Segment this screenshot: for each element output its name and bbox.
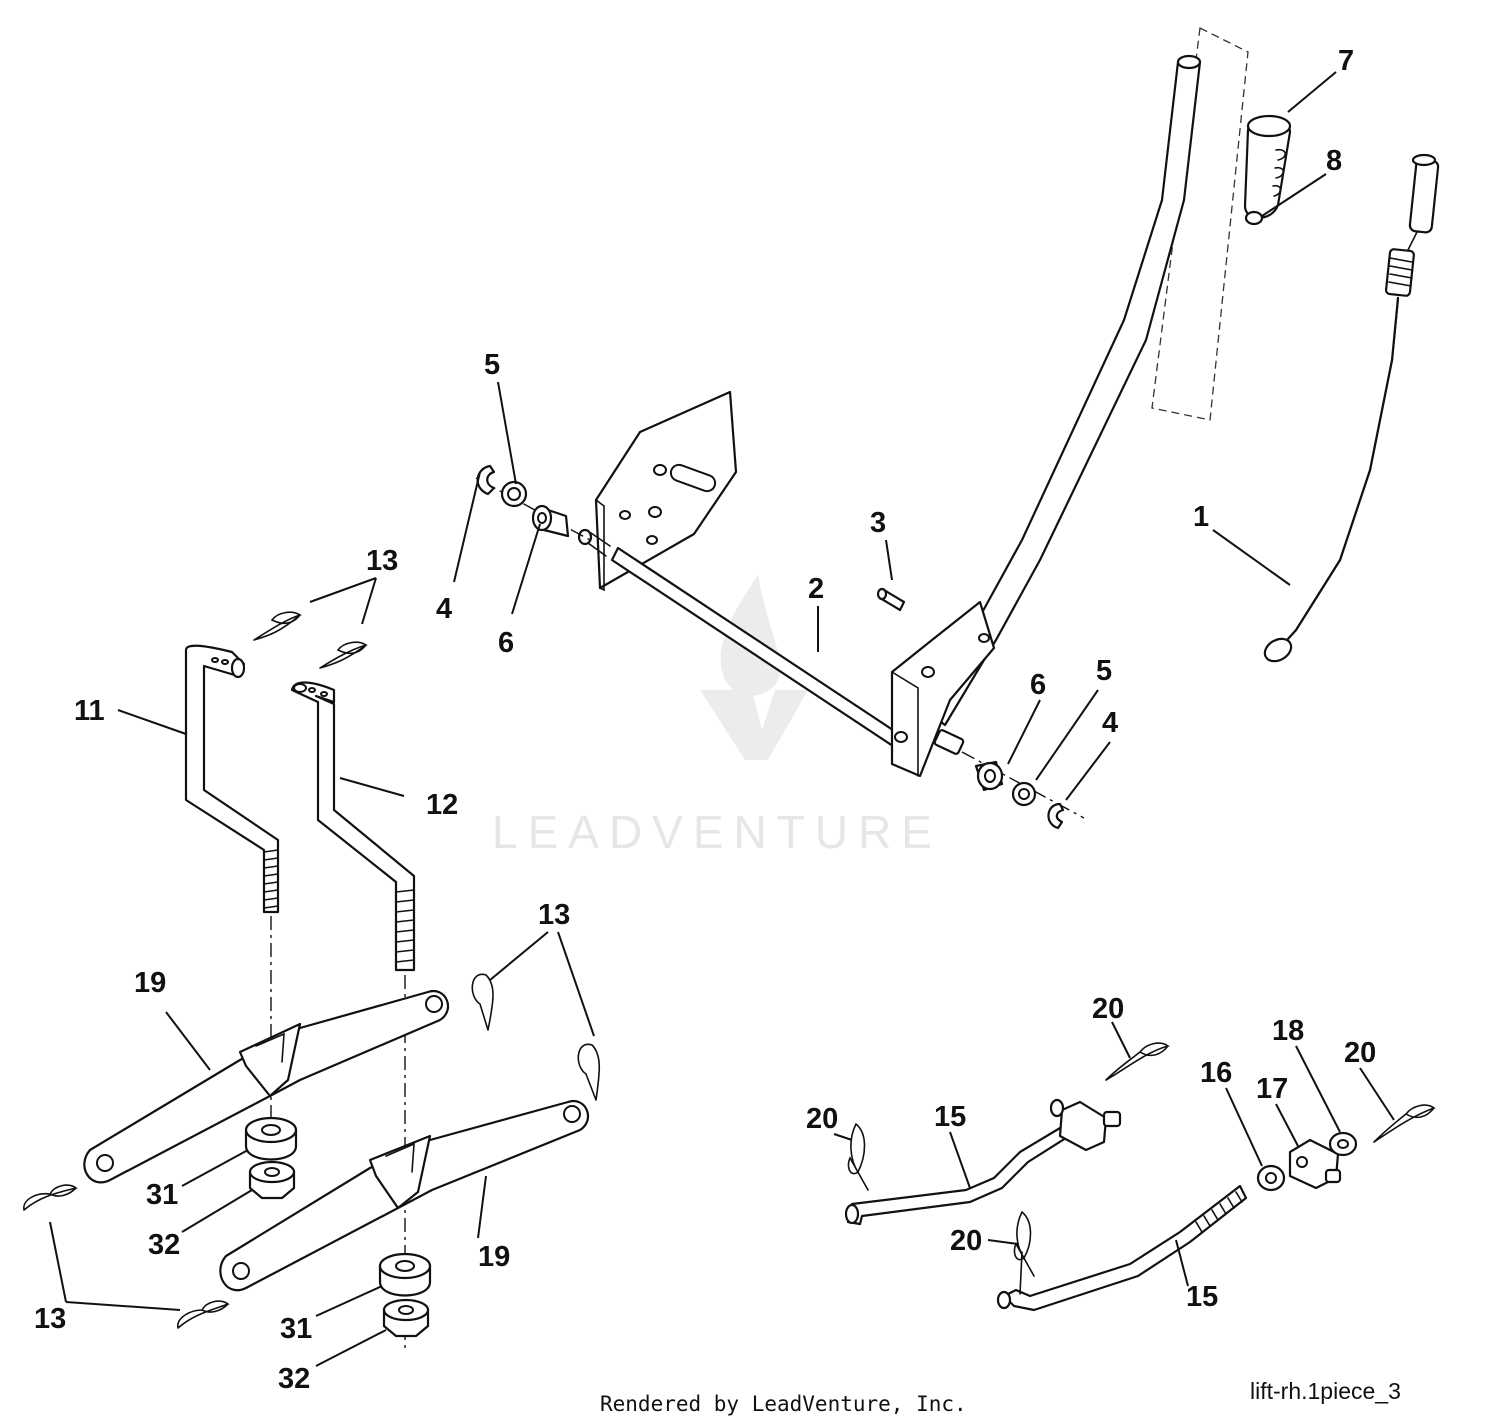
part-7-handle-grip [1243,114,1292,219]
callout-5-left: 5 [484,349,500,381]
callout-5-right: 5 [1096,655,1112,687]
callout-8: 8 [1326,145,1342,177]
part-31-spacer-lower [378,1252,432,1297]
lever-bracket [890,600,996,778]
left-shaft-hardware [475,464,591,541]
mounting-plate [594,390,738,592]
part-1-cable [1263,153,1440,663]
adjuster-block [1058,1100,1108,1152]
right-shaft-hardware [961,751,1085,830]
part-19-lift-arm-upper [83,989,450,1184]
callout-12: 12 [426,789,458,821]
watermark-logo-v [700,690,808,760]
part-12-lift-link [290,681,416,1350]
callout-4-right: 4 [1102,707,1118,739]
callout-6-left: 6 [498,627,514,659]
part-3-roll-pin [876,587,906,612]
callout-13-mid: 13 [538,899,570,931]
callout-11: 11 [74,695,105,727]
callout-20-b: 20 [806,1103,838,1135]
callout-15-upper: 15 [934,1101,966,1133]
part-13-hairpin-clips-top [253,611,368,669]
part-18-washer [1328,1131,1358,1157]
callout-32-lower: 32 [278,1363,310,1395]
part-16-nut [1256,1164,1286,1192]
part-32-nut-lower [382,1298,430,1338]
callout-31-upper: 31 [146,1179,178,1211]
part-11-lift-link [184,644,280,1120]
part-32-nut-upper [248,1160,296,1200]
callout-20-a: 20 [1092,993,1124,1025]
callout-17: 17 [1256,1073,1288,1105]
callout-7: 7 [1338,45,1354,77]
callout-13-bottom: 13 [34,1303,66,1335]
part-31-spacer-upper [244,1116,298,1161]
callout-19-upper: 19 [134,967,166,999]
part-8-ring [1244,210,1264,226]
render-credit: Rendered by LeadVenture, Inc. [600,1392,967,1416]
callout-19-lower: 19 [478,1241,510,1273]
watermark: LEADVENTURE [492,575,942,858]
part-13-hairpin-clips-bottom [23,1184,230,1329]
callout-4-left: 4 [436,593,452,625]
diagram-id: lift-rh.1piece_3 [1250,1378,1401,1404]
callout-32-upper: 32 [148,1229,180,1261]
callout-20-d: 20 [1344,1037,1376,1069]
part-20-hairpin-clips [847,1042,1436,1277]
part-13-hairpin-clips-mid [471,973,601,1101]
callout-18: 18 [1272,1015,1304,1047]
callout-20-c: 20 [950,1225,982,1257]
callout-16: 16 [1200,1057,1232,1089]
part-19-lift-arm-lower [219,1099,590,1292]
grip-phantom-outline [1151,27,1249,421]
part-17-swivel [1288,1138,1342,1190]
callout-15-lower: 15 [1186,1281,1218,1313]
part-4-e-clip-right [1047,802,1065,830]
callout-6-right: 6 [1030,669,1046,701]
callout-2: 2 [808,573,824,605]
part-4-e-clip-left [476,464,496,496]
callout-1: 1 [1193,501,1209,533]
part-15-lift-rod-upper [844,1098,1122,1226]
callout-13-top: 13 [366,545,398,577]
callout-labels: 1 2 3 4 4 5 5 6 6 7 8 11 12 13 13 13 15 … [34,45,1376,1395]
callout-31-lower: 31 [280,1313,312,1345]
callout-3: 3 [870,507,886,539]
lift-lever [926,54,1202,727]
watermark-text: LEADVENTURE [492,806,942,858]
leader-lines [49,71,1395,1367]
